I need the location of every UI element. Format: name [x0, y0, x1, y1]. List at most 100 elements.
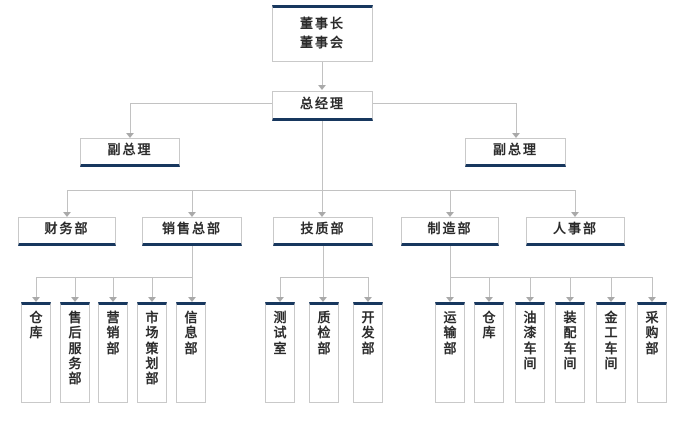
node-paint-workshop: 油漆车间: [515, 302, 545, 403]
arrow-down-icon: [71, 297, 79, 302]
node-test-room: 测试室: [265, 302, 295, 403]
connector-line: [36, 277, 37, 297]
connector-line: [192, 277, 193, 297]
node-label: 技质部: [300, 222, 346, 238]
node-purchasing-dept: 采购部: [637, 302, 667, 403]
node-hr-dept: 人事部: [526, 217, 625, 246]
arrow-down-icon: [148, 297, 156, 302]
arrow-down-icon: [63, 212, 71, 217]
arrow-down-icon: [571, 212, 579, 217]
node-sales-hq: 销售总部: [142, 217, 242, 246]
connector-line: [67, 190, 575, 191]
node-warehouse-sales: 仓库: [21, 302, 51, 403]
node-information-dept: 信息部: [176, 302, 206, 403]
connector-line: [322, 190, 323, 212]
node-market-planning-dept: 市场策划部: [137, 302, 167, 403]
node-metalwork-workshop: 金工车间: [596, 302, 626, 403]
connector-line: [75, 277, 76, 297]
arrow-down-icon: [364, 297, 372, 302]
node-label: 市场策划部: [145, 311, 159, 388]
node-manufacturing-dept: 制造部: [401, 217, 499, 246]
node-label: 仓库: [29, 311, 43, 342]
connector-line: [323, 277, 324, 297]
arrow-down-icon: [188, 212, 196, 217]
connector-line: [450, 245, 451, 277]
arrow-down-icon: [32, 297, 40, 302]
node-transport-dept: 运输部: [435, 302, 465, 403]
arrow-down-icon: [485, 297, 493, 302]
connector-line: [368, 277, 369, 297]
node-label: 信息部: [184, 311, 198, 357]
node-label: 质检部: [317, 311, 331, 357]
connector-line: [322, 121, 323, 190]
arrow-down-icon: [109, 297, 117, 302]
connector-line: [516, 103, 517, 133]
node-label: 总经理: [299, 96, 345, 112]
node-tech-quality-dept: 技质部: [273, 217, 373, 246]
node-chairman-board: 董事长 董事会: [272, 5, 373, 62]
connector-line: [113, 277, 114, 297]
connector-line: [450, 277, 451, 297]
node-label: 副总理: [107, 143, 153, 159]
arrow-down-icon: [446, 297, 454, 302]
node-assembly-workshop: 装配车间: [555, 302, 585, 403]
node-label: 制造部: [427, 222, 473, 238]
connector-line: [530, 277, 531, 297]
node-label: 仓库: [482, 311, 496, 342]
node-label: 运输部: [443, 311, 457, 357]
node-after-sales-service-dept: 售后服务部: [60, 302, 90, 403]
arrow-down-icon: [318, 212, 326, 217]
arrow-down-icon: [276, 297, 284, 302]
node-warehouse-manufacturing: 仓库: [474, 302, 504, 403]
node-label: 油漆车间: [523, 311, 537, 372]
node-deputy-gm-right: 副总理: [465, 138, 566, 167]
node-label: 采购部: [645, 311, 659, 357]
connector-line: [489, 277, 490, 297]
node-label: 销售总部: [161, 222, 222, 238]
node-general-manager: 总经理: [272, 91, 373, 121]
node-label: 装配车间: [563, 311, 577, 372]
node-label: 营销部: [106, 311, 120, 357]
connector-line: [611, 277, 612, 297]
connector-line: [450, 190, 451, 212]
connector-line: [130, 103, 272, 104]
arrow-down-icon: [446, 212, 454, 217]
node-label: 财务部: [44, 222, 90, 238]
connector-line: [373, 103, 516, 104]
connector-line: [130, 103, 131, 133]
node-finance-dept: 财务部: [18, 217, 116, 246]
connector-line: [322, 62, 323, 85]
connector-line: [152, 277, 153, 297]
arrow-down-icon: [188, 297, 196, 302]
connector-line: [280, 277, 281, 297]
node-label: 开发部: [361, 311, 375, 357]
connector-line: [67, 190, 68, 212]
node-marketing-dept: 营销部: [98, 302, 128, 403]
node-label: 副总理: [492, 143, 538, 159]
arrow-down-icon: [319, 297, 327, 302]
node-label: 售后服务部: [68, 311, 82, 388]
arrow-down-icon: [318, 85, 326, 90]
connector-line: [192, 190, 193, 212]
node-deputy-gm-left: 副总理: [80, 138, 180, 167]
arrow-down-icon: [566, 297, 574, 302]
node-label: 董事会: [299, 35, 345, 51]
node-development-dept: 开发部: [353, 302, 383, 403]
node-label: 人事部: [552, 222, 598, 238]
arrow-down-icon: [526, 297, 534, 302]
arrow-down-icon: [512, 133, 520, 138]
node-label: 金工车间: [604, 311, 618, 372]
connector-line: [570, 277, 571, 297]
arrow-down-icon: [607, 297, 615, 302]
connector-line: [280, 277, 368, 278]
node-label: 测试室: [273, 311, 287, 357]
arrow-down-icon: [648, 297, 656, 302]
connector-line: [450, 277, 652, 278]
node-quality-inspection-dept: 质检部: [309, 302, 339, 403]
connector-line: [323, 245, 324, 277]
node-label: 董事长: [299, 17, 345, 33]
connector-line: [652, 277, 653, 297]
connector-line: [36, 277, 192, 278]
connector-line: [192, 245, 193, 277]
